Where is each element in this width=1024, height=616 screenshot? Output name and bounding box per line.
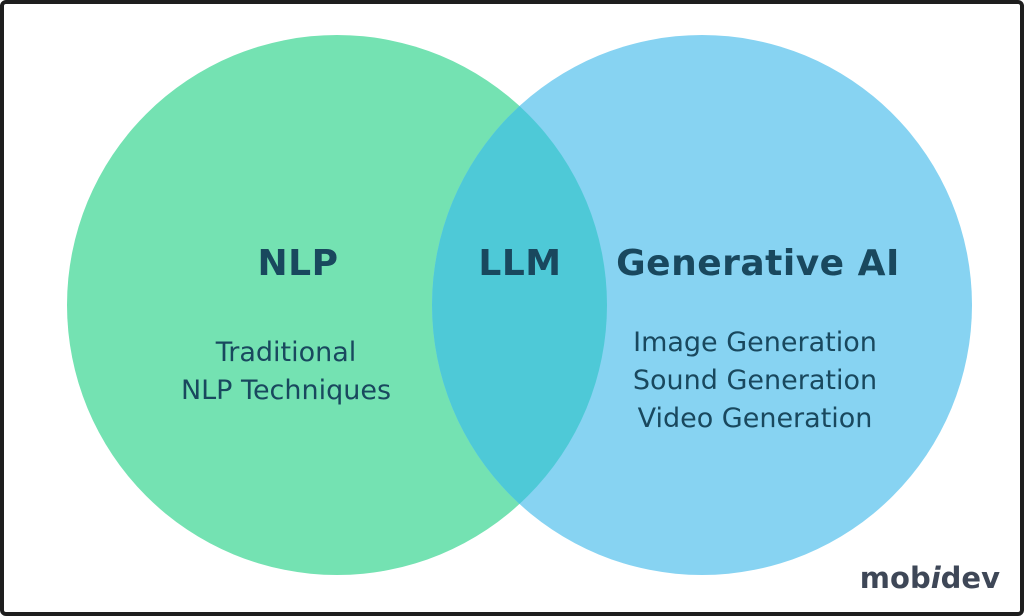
right-circle-body-line: Sound Generation [632,365,878,396]
mobidev-logo: mobidev [860,561,1000,595]
intersection-label: LLM [478,243,562,284]
left-circle-body-line: NLP Techniques [180,375,392,406]
right-circle-title: Generative AI [616,243,900,284]
right-circle-body-line: Video Generation [637,403,873,434]
left-circle-title: NLP [257,243,339,284]
right-circle-body: Image Generation Sound Generation Video … [605,324,905,438]
left-circle-body-line: Traditional [215,337,357,368]
venn-intersection-region [432,35,607,575]
logo-text-pre: mob [859,561,931,595]
right-circle-body-line: Image Generation [633,327,877,358]
left-circle-body: Traditional NLP Techniques [136,334,436,410]
venn-diagram [67,35,972,575]
logo-text-italic-i: i [930,561,941,595]
logo-text-post: dev [940,561,1000,595]
